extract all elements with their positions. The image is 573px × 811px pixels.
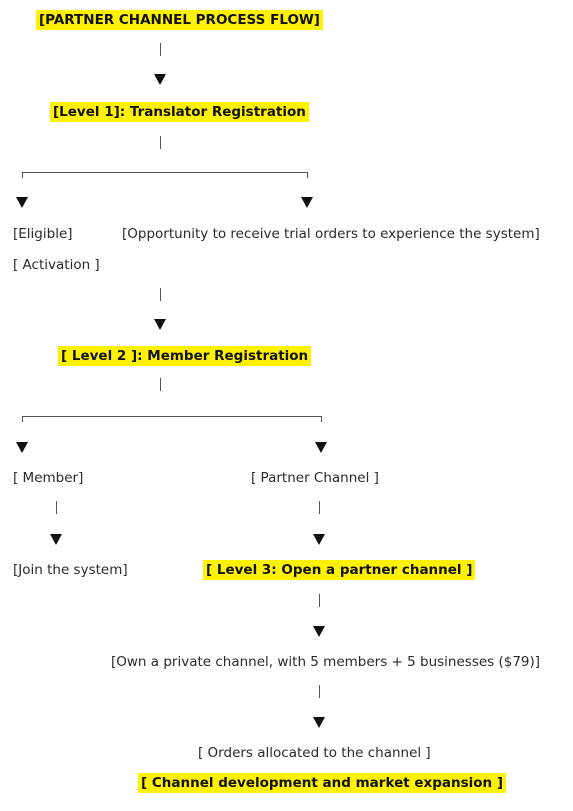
diagram-title: [PARTNER CHANNEL PROCESS FLOW]: [36, 10, 323, 30]
orders-allocated-label: [ Orders allocated to the channel ]: [198, 745, 431, 761]
down-arrow-icon: [154, 74, 166, 85]
connector-line: [319, 501, 320, 514]
level2-label: [ Level 2 ]: Member Registration: [58, 346, 312, 366]
join-system-label: [Join the system]: [13, 562, 128, 578]
connector-line: [160, 43, 161, 56]
connector-line: [56, 501, 57, 514]
connector-line: [319, 685, 320, 698]
eligible-label: [Eligible]: [13, 226, 73, 242]
partner-channel-label: [ Partner Channel ]: [251, 470, 379, 486]
connector-line: [160, 378, 161, 391]
activation-label: [ Activation ]: [13, 257, 100, 273]
branch-drop-left: [22, 172, 23, 178]
connector-line: [160, 136, 161, 149]
level1-label: [Level 1]: Translator Registration: [50, 102, 309, 122]
branch-line: [22, 416, 322, 417]
member-label: [ Member]: [13, 470, 84, 486]
branch-line: [22, 172, 308, 173]
down-arrow-icon: [313, 717, 325, 728]
down-arrow-icon: [50, 534, 62, 545]
level3-label: [ Level 3: Open a partner channel ]: [203, 560, 476, 580]
branch-drop-right: [307, 172, 308, 178]
connector-line: [160, 288, 161, 301]
branch-drop-left: [22, 416, 23, 422]
private-channel-label: [Own a private channel, with 5 members +…: [111, 654, 541, 670]
market-expansion-label: [ Channel development and market expansi…: [138, 773, 507, 793]
down-arrow-icon: [154, 319, 166, 330]
down-arrow-icon: [16, 197, 28, 208]
trial-orders-label: [Opportunity to receive trial orders to …: [122, 226, 540, 242]
down-arrow-icon: [16, 442, 28, 453]
down-arrow-icon: [301, 197, 313, 208]
down-arrow-icon: [313, 534, 325, 545]
down-arrow-icon: [313, 626, 325, 637]
connector-line: [319, 594, 320, 607]
branch-drop-right: [321, 416, 322, 422]
down-arrow-icon: [315, 442, 327, 453]
